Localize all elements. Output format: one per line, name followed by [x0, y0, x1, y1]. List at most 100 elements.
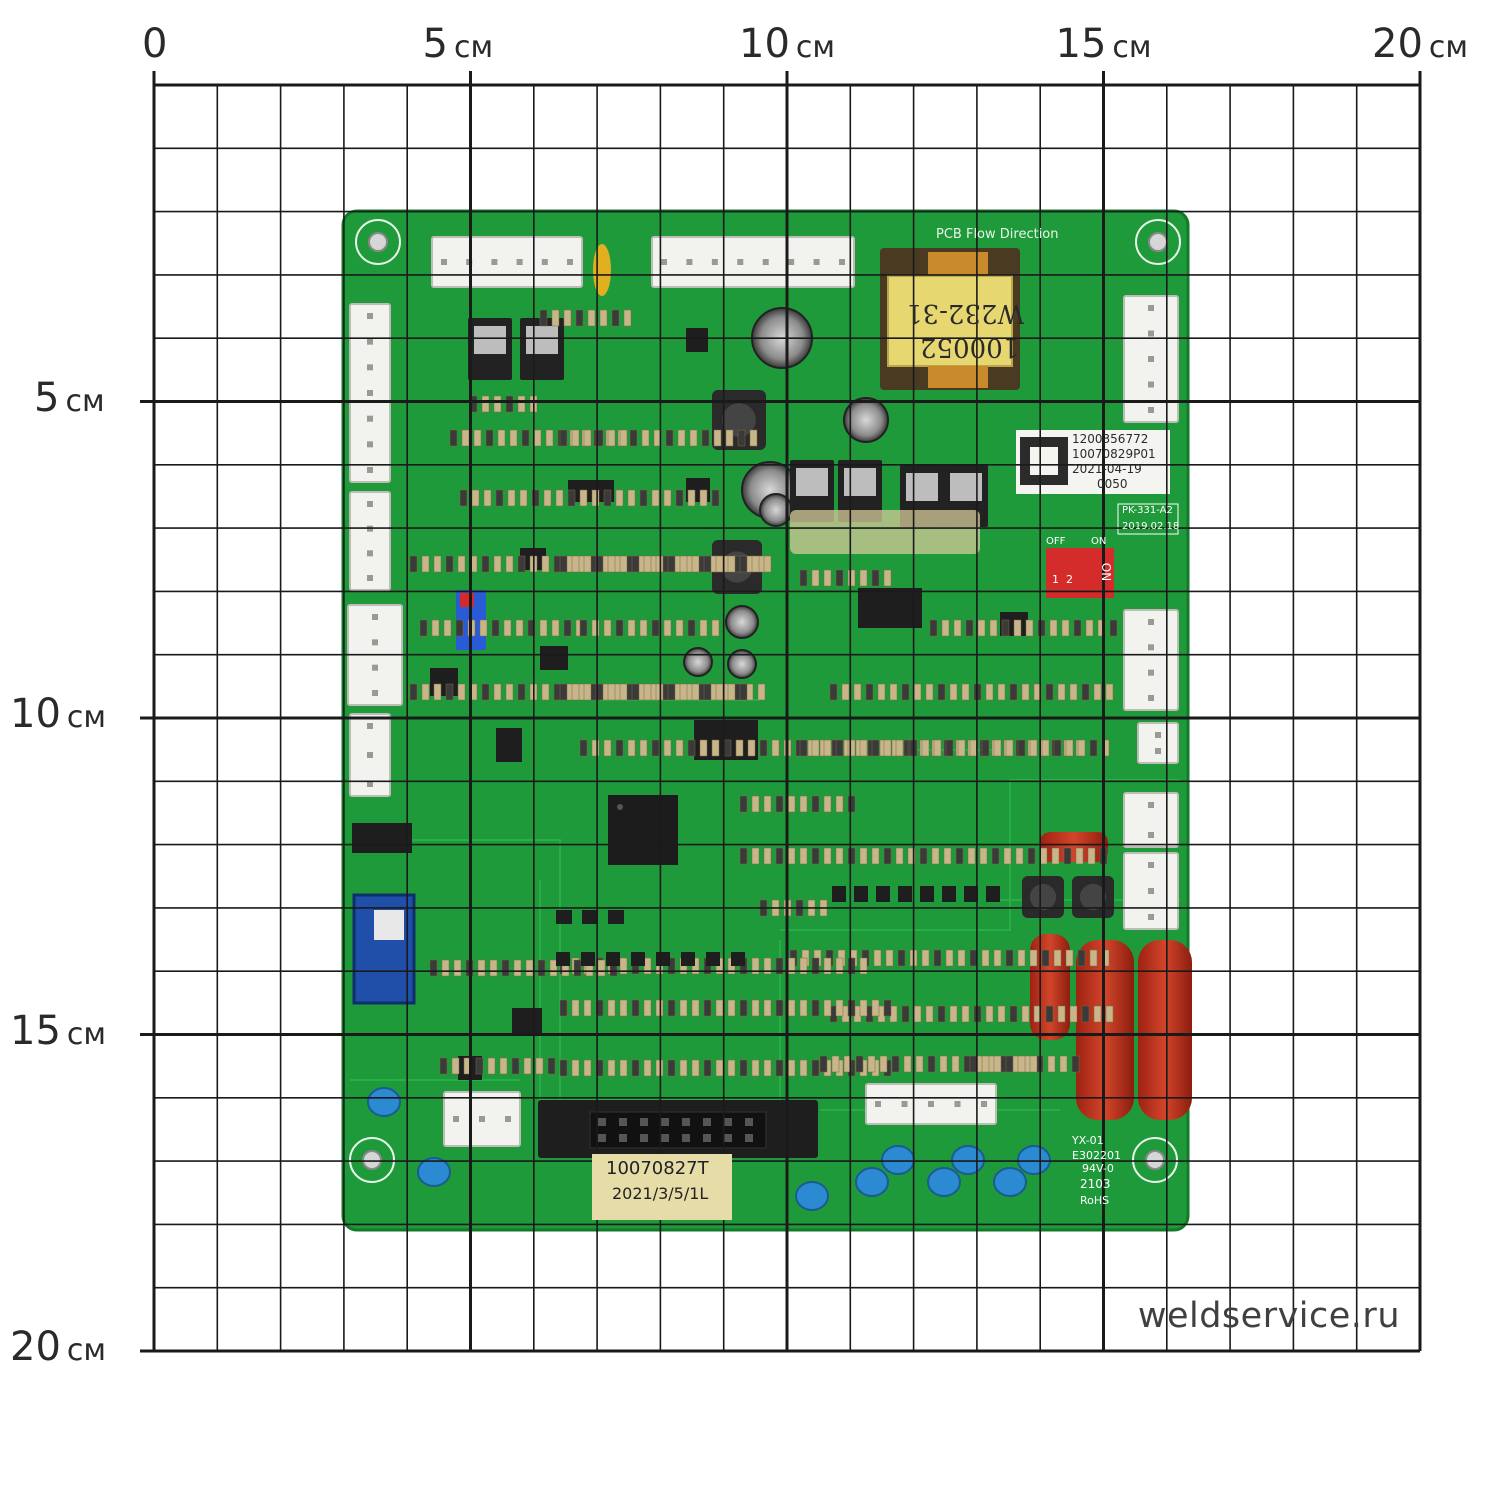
smd-component: [703, 1059, 712, 1077]
connector-pin: [372, 664, 378, 671]
smd-component: [603, 619, 612, 637]
sot-transistor: [556, 910, 572, 924]
smd-component: [655, 1059, 664, 1077]
connector-pin: [1148, 802, 1154, 808]
smd-component: [477, 959, 486, 977]
sot-transistor: [608, 910, 624, 924]
smd-component: [495, 489, 504, 507]
smd-component: [775, 795, 784, 813]
sot-transistor: [964, 886, 978, 902]
smd-component: [627, 619, 636, 637]
ribbon-header-socket: [589, 1111, 767, 1149]
dip-switch-on-text: ON: [1099, 562, 1114, 582]
smd-component: [573, 959, 582, 977]
connector-pin: [367, 390, 373, 396]
smd-component: [607, 999, 616, 1017]
smd-component: [459, 489, 468, 507]
header-pin: [619, 1134, 627, 1142]
ic-chip: [858, 588, 922, 628]
smd-component: [639, 619, 648, 637]
smd-component: [559, 999, 568, 1017]
smd-component: [775, 957, 784, 975]
smd-component: [1065, 739, 1074, 757]
smd-component: [597, 959, 606, 977]
connector-pin: [505, 1116, 511, 1122]
header-pin: [661, 1118, 669, 1126]
bottom-sticker: [592, 1154, 732, 1220]
connector-pin: [686, 259, 693, 265]
axis-label-number: 10: [739, 21, 790, 67]
sot-transistor: [681, 952, 695, 966]
connector-pin: [491, 259, 498, 265]
connector-pin: [367, 313, 373, 319]
smd-component: [1081, 1005, 1090, 1023]
smd-component: [615, 619, 624, 637]
smd-component: [549, 959, 558, 977]
smd-component: [1045, 1005, 1054, 1023]
smd-component: [1061, 619, 1070, 637]
smd-component: [1085, 619, 1094, 637]
smd-component: [853, 683, 862, 701]
connector-right-3: [1137, 722, 1179, 764]
smd-component: [631, 683, 640, 701]
smd-component: [985, 1005, 994, 1023]
smd-component: [1063, 847, 1072, 865]
film-capacitor: [1138, 940, 1192, 1120]
smd-component: [799, 795, 808, 813]
smd-component: [1049, 619, 1058, 637]
smd-component: [925, 1005, 934, 1023]
sot-transistor: [656, 952, 670, 966]
header-pin: [682, 1134, 690, 1142]
transistor-tab: [474, 326, 506, 354]
connector-cn18: [651, 236, 855, 288]
board-date: 2019.02.18: [1122, 521, 1180, 532]
mounting-hole: [1148, 232, 1168, 252]
smd-component: [595, 429, 604, 447]
smd-component: [921, 949, 930, 967]
connector-pin: [1148, 644, 1154, 651]
sticker-line-3: 2021-04-19: [1072, 462, 1142, 476]
smd-component: [831, 1055, 840, 1073]
smd-component: [901, 683, 910, 701]
ic-chip: [512, 1008, 542, 1034]
connector-pin: [367, 467, 373, 473]
smd-component: [439, 1057, 448, 1075]
smd-component: [587, 309, 596, 327]
smd-component: [727, 1059, 736, 1077]
header-pin: [745, 1118, 753, 1126]
connector-pin: [367, 441, 373, 448]
smd-component: [481, 683, 490, 701]
smd-component: [901, 1005, 910, 1023]
connector-pin: [1148, 862, 1154, 868]
smd-component: [615, 489, 624, 507]
smd-component: [835, 569, 844, 587]
smd-component: [811, 795, 820, 813]
connector-pin: [813, 259, 820, 265]
smd-component: [631, 999, 640, 1017]
connector-pin: [372, 639, 378, 646]
connector-cn17: [431, 236, 583, 288]
smd-component: [1071, 1055, 1080, 1073]
smd-component: [1001, 619, 1010, 637]
smd-component: [499, 1057, 508, 1075]
ic-chip: [568, 480, 614, 502]
smd-component: [429, 959, 438, 977]
smd-component: [619, 683, 628, 701]
smd-component: [1017, 739, 1026, 757]
smd-component: [611, 309, 620, 327]
smd-component: [991, 847, 1000, 865]
smd-component: [883, 739, 892, 757]
smd-component: [419, 619, 428, 637]
smd-component: [643, 683, 652, 701]
smd-component: [829, 683, 838, 701]
smd-component: [571, 999, 580, 1017]
smd-component: [505, 555, 514, 573]
header-pin: [682, 1118, 690, 1126]
smd-component: [919, 847, 928, 865]
connector-pin: [1155, 748, 1161, 754]
smd-component: [1025, 619, 1034, 637]
smd-component: [747, 739, 756, 757]
smd-component: [481, 555, 490, 573]
smd-component: [859, 999, 868, 1017]
smd-component: [711, 739, 720, 757]
